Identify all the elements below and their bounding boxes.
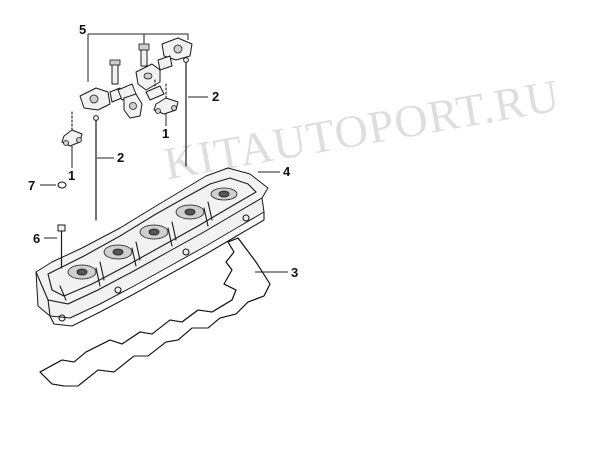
push-rod-left: [93, 115, 99, 221]
valve-bridge-right: [153, 83, 179, 115]
callout-1-right: 1: [162, 126, 169, 141]
callout-4: 4: [283, 164, 291, 179]
housing-cavities: [59, 187, 238, 301]
callout-3: 3: [291, 265, 298, 280]
rocker-arm-assembly: [79, 37, 193, 119]
retaining-ring: [57, 181, 67, 189]
callout-7: 7: [28, 178, 35, 193]
callout-2-left: 2: [117, 150, 124, 165]
leader-lines: [40, 33, 288, 273]
rocker-carrier-housing: [35, 167, 269, 327]
callout-5: 5: [79, 22, 86, 37]
cover-gasket: [39, 237, 271, 387]
push-rod-right: [183, 57, 189, 167]
callout-6: 6: [33, 231, 40, 246]
bolt: [57, 224, 66, 269]
callout-labels: 5 2 1 2 1 7 4 6 3: [28, 22, 298, 280]
callout-1-left: 1: [68, 168, 75, 183]
callout-2-right: 2: [212, 89, 219, 104]
valve-bridge-left: [61, 111, 83, 147]
